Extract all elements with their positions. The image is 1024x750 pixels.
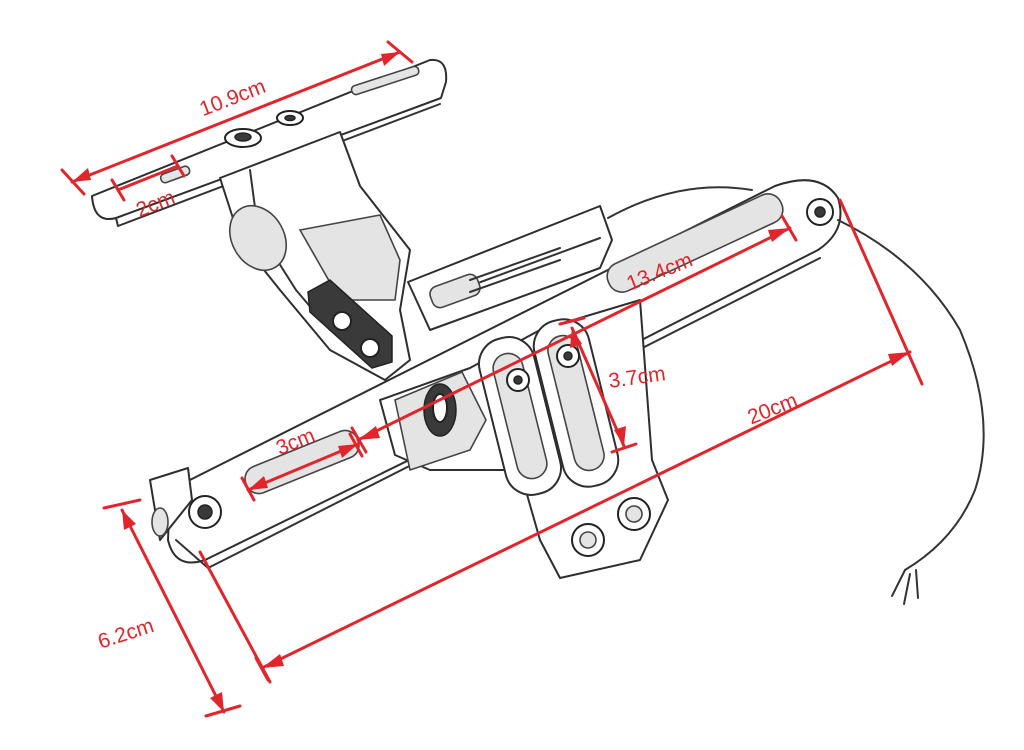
dim-label-10-9cm: 10.9cm [196, 75, 269, 121]
bracket-illustration [91, 58, 985, 605]
top-plate-long-slot [350, 65, 420, 96]
riser-bracket [219, 131, 411, 381]
top-mounting-plate [91, 58, 448, 227]
center-plate-holder [379, 299, 669, 579]
dimension-annotations: 10.9cm 2cm 13.4cm 3.7cm [60, 40, 924, 718]
arm-long-slot [606, 193, 784, 293]
riser-bolt-upper [332, 311, 352, 331]
dim-label-6-2cm: 6.2cm [95, 614, 156, 654]
top-plate-short-slot [159, 165, 191, 184]
wire [607, 186, 985, 605]
dim-small-slot-length: 3cm [240, 424, 364, 502]
riser-bolt-lower [360, 338, 380, 358]
dim-label-20cm: 20cm [744, 389, 800, 430]
tail-light-housing [407, 205, 613, 331]
